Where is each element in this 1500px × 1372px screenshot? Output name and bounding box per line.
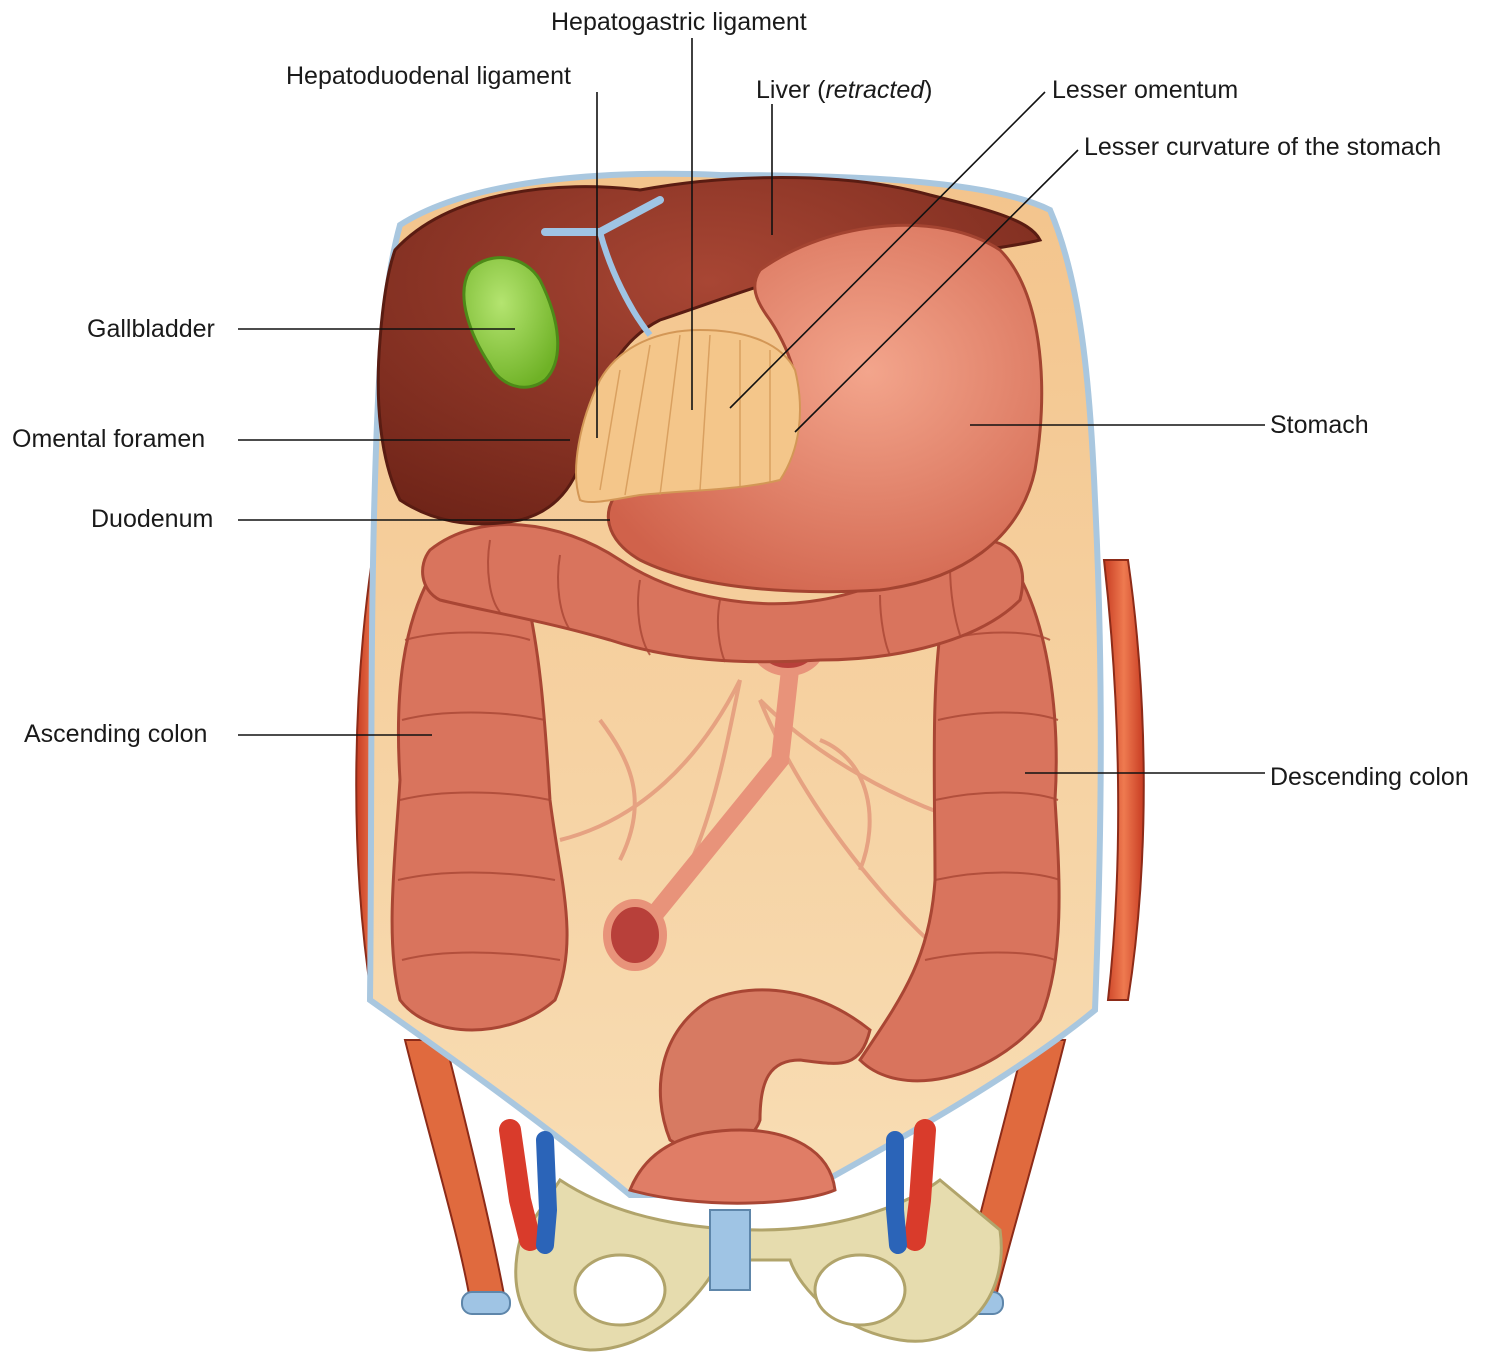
leader-lesser-omentum [729, 91, 1046, 409]
label-gallbladder: Gallbladder [87, 315, 215, 343]
label-stomach: Stomach [1270, 411, 1369, 439]
jejunum-cut [641, 661, 799, 929]
liver-shape [376, 176, 1043, 526]
label-descending-colon: Descending colon [1270, 763, 1469, 791]
label-lesser-curvature: Lesser curvature of the stomach [1084, 133, 1442, 161]
iliac-vessels [499, 1119, 936, 1254]
leader-lesser-curvature [794, 149, 1079, 433]
label-liver: Liver (retracted) [756, 78, 932, 103]
bladder [627, 1128, 837, 1205]
label-liver-note: retracted [825, 76, 925, 104]
label-liver-text: Liver ( [756, 76, 826, 104]
label-hepatogastric-ligament: Hepatogastric ligament [551, 8, 807, 36]
label-liver-close: ) [924, 76, 933, 104]
transverse-colon [421, 523, 1025, 664]
pelvis-bone [514, 1177, 1003, 1352]
lesser-omentum-shape [575, 328, 801, 504]
gallbladder-shape [462, 256, 560, 389]
label-hepatoduodenal-ligament: Hepatoduodenal ligament [286, 62, 571, 90]
label-omental-foramen: Omental foramen [12, 425, 206, 453]
label-lesser-omentum: Lesser omentum [1052, 76, 1239, 104]
label-duodenum: Duodenum [91, 505, 214, 533]
label-ascending-colon: Ascending colon [24, 720, 208, 748]
